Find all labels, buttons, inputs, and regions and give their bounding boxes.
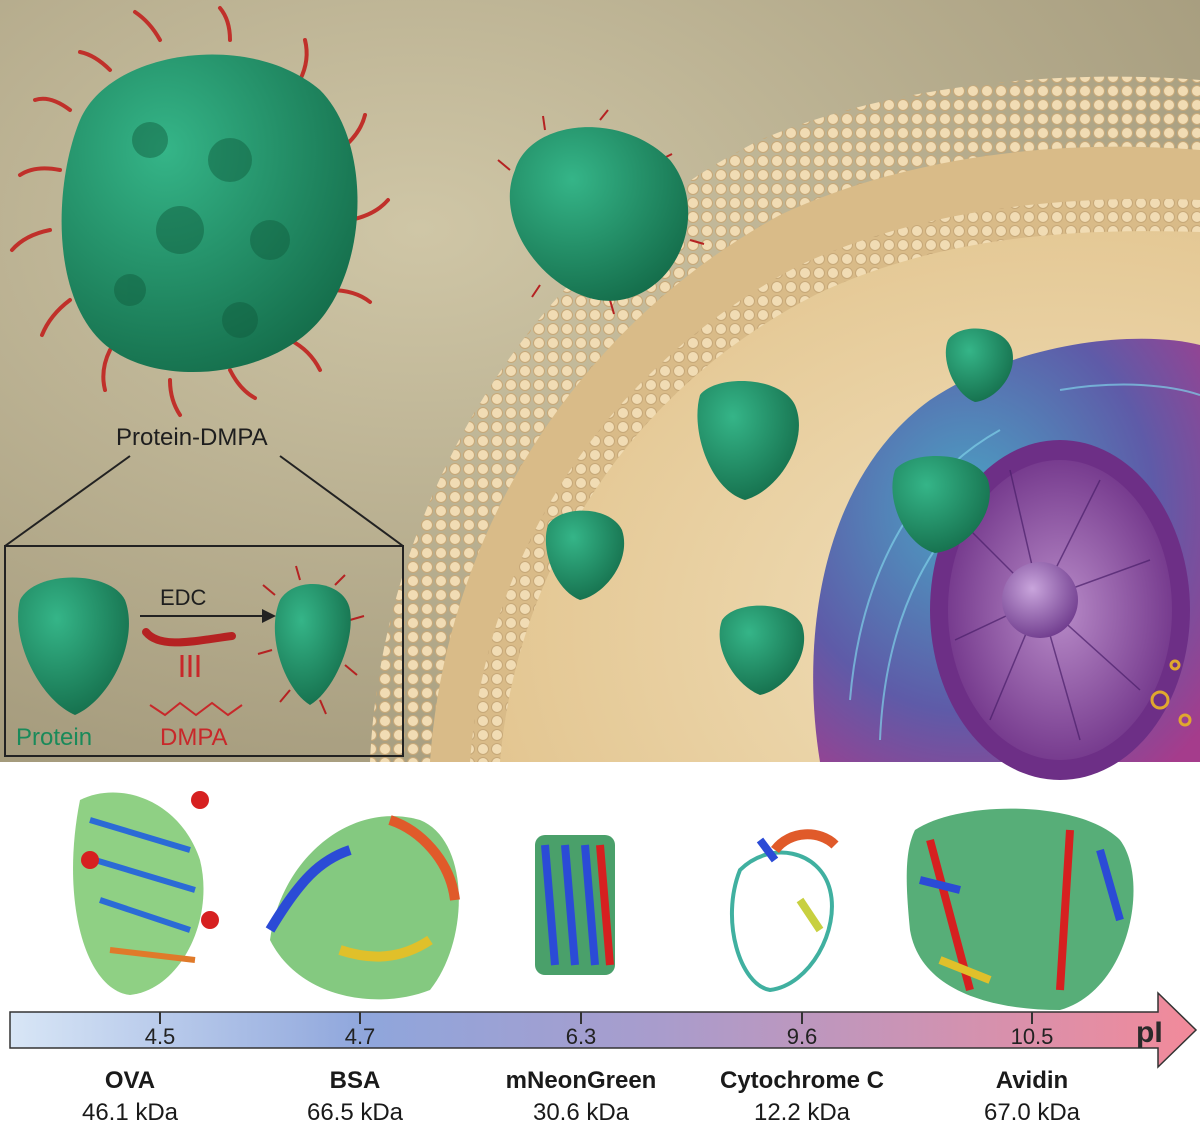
protein-name-cytochrome-c: Cytochrome C <box>719 1067 885 1094</box>
protein-mass-cytochrome-c: 12.2 kDa <box>753 1099 851 1126</box>
protein-entering-membrane <box>497 109 705 315</box>
pi-value-bsa: 4.7 <box>344 1024 376 1049</box>
structure-bsa <box>265 815 460 1000</box>
structure-avidin <box>906 808 1134 1010</box>
pi-value-mneongreen: 6.3 <box>565 1024 597 1049</box>
label-dmpa: DMPA <box>160 724 228 751</box>
structure-cytochrome-c <box>730 829 839 993</box>
pi-value-cytochrome-c: 9.6 <box>786 1024 818 1049</box>
protein-name-avidin: Avidin <box>995 1067 1069 1094</box>
protein-mass-bsa: 66.5 kDa <box>306 1099 404 1126</box>
protein-mass-mneongreen: 30.6 kDa <box>532 1099 630 1126</box>
pi-value-avidin: 10.5 <box>1010 1024 1054 1049</box>
label-edc: EDC <box>160 585 207 610</box>
nucleolus <box>1002 562 1078 638</box>
protein-mass-ova: 46.1 kDa <box>81 1099 179 1126</box>
protein-name-ova: OVA <box>104 1067 156 1094</box>
label-protein: Protein <box>16 724 93 751</box>
equivalence-mark <box>180 655 200 677</box>
inset-conjugate <box>257 565 365 715</box>
structure-mneongreen <box>535 835 615 975</box>
zoom-lines <box>4 455 404 547</box>
protein-er-1 <box>945 328 1013 402</box>
vesicles <box>1150 659 1192 727</box>
protein-name-bsa: BSA <box>329 1067 381 1094</box>
dmpa-structure <box>149 701 243 717</box>
protein-mass-avidin: 67.0 kDa <box>983 1099 1081 1126</box>
label-protein-dmpa: Protein-DMPA <box>116 424 268 451</box>
synthesis-inset <box>4 545 404 757</box>
protein-name-mneongreen: mNeonGreen <box>505 1067 657 1094</box>
pi-ticks <box>159 1012 1033 1024</box>
pi-axis-label: pI <box>1136 1016 1163 1049</box>
protein-cytoplasm-3 <box>719 605 805 695</box>
dmpa-chain <box>142 628 236 647</box>
protein-er-2 <box>892 456 990 553</box>
protein-dmpa-large <box>10 6 390 417</box>
pi-value-ova: 4.5 <box>144 1024 176 1049</box>
inset-protein <box>18 577 129 715</box>
structure-ova <box>73 791 219 995</box>
pi-arrow <box>9 991 1198 1069</box>
protein-cytoplasm-2 <box>545 510 625 600</box>
protein-cytoplasm-1 <box>697 381 799 500</box>
